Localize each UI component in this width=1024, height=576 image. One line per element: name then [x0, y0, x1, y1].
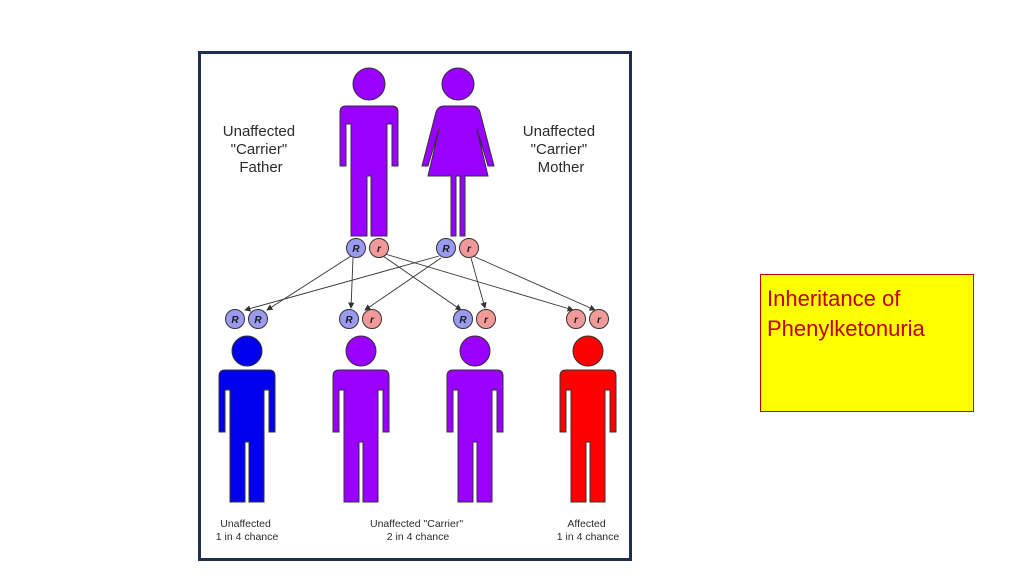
svg-text:r: r	[377, 244, 382, 255]
child-1-alleles: R R	[225, 309, 268, 329]
svg-text:r: r	[597, 315, 602, 326]
outcome-label-unaffected: Unaffected 1 in 4 chance	[216, 518, 279, 543]
svg-text:R: R	[345, 315, 353, 326]
svg-text:r: r	[467, 244, 472, 255]
child-2-alleles: R r	[339, 309, 382, 329]
svg-text:R: R	[231, 315, 239, 326]
svg-text:R: R	[254, 315, 262, 326]
outcome-label-affected: Affected 1 in 4 chance	[557, 518, 620, 543]
mother-figure	[421, 67, 495, 237]
allele-circle: R	[339, 309, 359, 329]
inheritance-arrows	[244, 253, 596, 312]
child-4-alleles: r r	[566, 309, 609, 329]
title-box: Inheritance of Phenylketonuria	[760, 274, 974, 412]
allele-circle: R	[453, 309, 473, 329]
child-1-figure	[218, 335, 276, 503]
svg-text:r: r	[370, 315, 375, 326]
father-label: Unaffected "Carrier" Father	[223, 123, 299, 176]
mother-label: Unaffected "Carrier" Mother	[523, 123, 599, 176]
svg-text:R: R	[442, 244, 450, 255]
outcome-label-carrier: Unaffected "Carrier" 2 in 4 chance	[370, 518, 466, 543]
inheritance-diagram: Unaffected "Carrier" Father Unaffected "…	[216, 67, 620, 543]
allele-circle: R	[225, 309, 245, 329]
svg-text:r: r	[574, 315, 579, 326]
father-figure	[339, 67, 399, 237]
child-3-figure	[446, 335, 504, 503]
allele-circle: r	[566, 309, 586, 329]
svg-text:R: R	[459, 315, 467, 326]
allele-circle: r	[459, 238, 479, 258]
allele-circle: r	[476, 309, 496, 329]
allele-circle: R	[436, 238, 456, 258]
title-line-1: Inheritance of	[767, 286, 901, 311]
svg-text:r: r	[484, 315, 489, 326]
pedigree-diagram-frame: Unaffected "Carrier" Father Unaffected "…	[198, 51, 632, 561]
father-alleles: R r	[346, 238, 389, 258]
allele-circle: R	[346, 238, 366, 258]
child-3-alleles: R r	[453, 309, 496, 329]
allele-circle: r	[589, 309, 609, 329]
child-2-figure	[332, 335, 390, 503]
mother-alleles: R r	[436, 238, 479, 258]
child-4-figure	[559, 335, 617, 503]
allele-circle: r	[362, 309, 382, 329]
svg-text:R: R	[352, 244, 360, 255]
allele-circle: r	[369, 238, 389, 258]
allele-circle: R	[248, 309, 268, 329]
title-line-2: Phenylketonuria	[767, 316, 925, 341]
